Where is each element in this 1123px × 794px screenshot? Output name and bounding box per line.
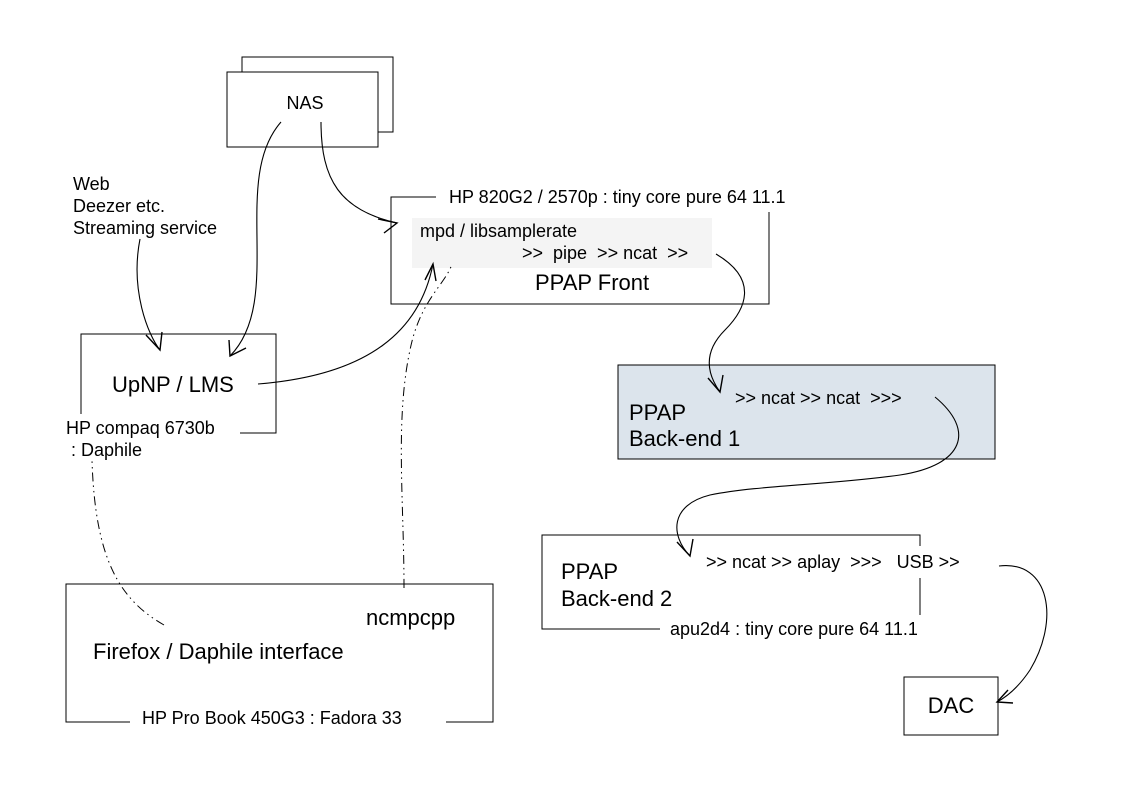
ppap-front-node: HP 820G2 / 2570p : tiny core pure 64 11.… xyxy=(390,182,830,305)
dac-node: DAC xyxy=(903,676,999,736)
edge-client-upnp xyxy=(91,459,165,626)
front-flow-label: >> pipe >> ncat >> xyxy=(522,243,688,263)
front-host-label: HP 820G2 / 2570p : tiny core pure 64 11.… xyxy=(449,187,786,207)
ppap-backend2-node: >> ncat >> aplay >>> USB >> PPAP Back-en… xyxy=(541,534,997,645)
edge-backend2-dac xyxy=(996,565,1048,703)
backend2-flow-label: >> ncat >> aplay >>> USB >> xyxy=(706,552,960,572)
edge-client-front xyxy=(400,263,453,589)
web-streaming-node: Web Deezer etc. Streaming service xyxy=(73,174,217,238)
backend1-box xyxy=(617,364,996,460)
backend2-host-label: apu2d4 : tiny core pure 64 11.1 xyxy=(670,619,918,639)
edge-nas-front xyxy=(320,121,398,224)
upnp-host-line2: : Daphile xyxy=(66,440,142,460)
edge-nas-upnp xyxy=(229,121,282,357)
web-label-line1: Web xyxy=(73,174,110,194)
client-app-ncmpcpp: ncmpcpp xyxy=(366,605,455,630)
web-label-line3: Streaming service xyxy=(73,218,217,238)
backend2-title-line2: Back-end 2 xyxy=(561,586,672,611)
backend1-title-line1: PPAP xyxy=(629,400,686,425)
backend1-flow-label: >> ncat >> ncat >>> xyxy=(735,388,902,408)
arrowhead-nas-upnp xyxy=(228,339,247,358)
backend1-title-line2: Back-end 1 xyxy=(629,426,740,451)
edge-front-backend1 xyxy=(708,253,746,393)
edge-backend1-backend2 xyxy=(676,396,960,557)
upnp-title: UpNP / LMS xyxy=(112,372,234,397)
ppap-backend1-node: >> ncat >> ncat >>> PPAP Back-end 1 xyxy=(617,364,996,460)
arrowhead-backend1-backend2 xyxy=(676,538,694,558)
upnp-lms-node: UpNP / LMS HP compaq 6730b : Daphile xyxy=(60,333,277,464)
dac-label: DAC xyxy=(928,693,975,718)
nas-label: NAS xyxy=(286,93,323,113)
web-label-line2: Deezer etc. xyxy=(73,196,165,216)
client-node: ncmpcpp Firefox / Daphile interface HP P… xyxy=(65,583,494,736)
edge-upnp-front xyxy=(257,263,434,385)
arrowhead-nas-front xyxy=(377,218,399,234)
backend2-title-line1: PPAP xyxy=(561,559,618,584)
front-title: PPAP Front xyxy=(535,270,649,295)
arrowhead-backend2-dac xyxy=(995,689,1014,704)
nas-node: NAS xyxy=(226,56,394,148)
upnp-host-line1: HP compaq 6730b xyxy=(66,418,215,438)
edge-web-upnp xyxy=(136,238,161,351)
arrowhead-web-upnp xyxy=(145,331,163,352)
client-host-label: HP Pro Book 450G3 : Fadora 33 xyxy=(142,708,402,728)
arrowhead-upnp-front xyxy=(424,261,437,282)
client-app-firefox: Firefox / Daphile interface xyxy=(93,639,344,664)
arrowhead-front-backend1 xyxy=(707,374,724,394)
connectors xyxy=(91,121,1048,704)
front-app-label: mpd / libsamplerate xyxy=(420,221,577,241)
